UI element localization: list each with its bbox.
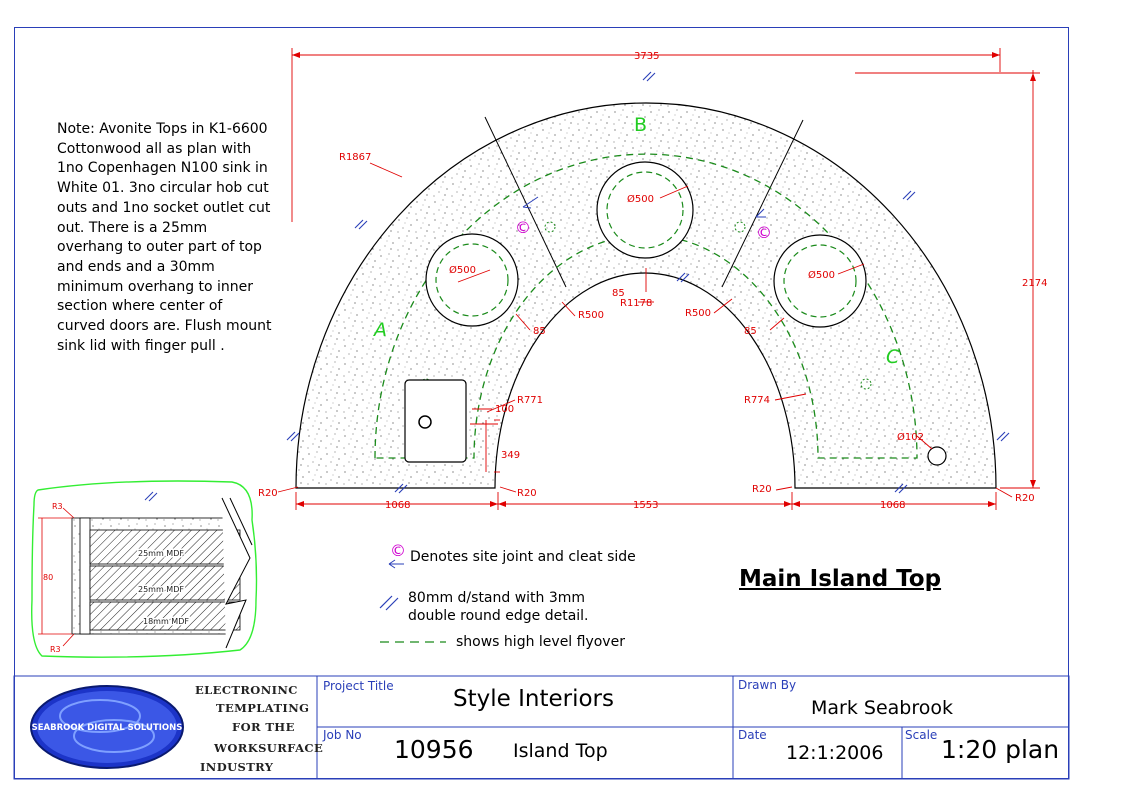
joint-symbol-left: © (515, 218, 531, 237)
worktop-outline (295, 102, 997, 489)
dimension-arrows (292, 52, 1036, 507)
title-block-grid (13, 675, 1070, 780)
fixing-circle (544, 221, 556, 233)
hob-right (773, 234, 867, 328)
legend-dstand-line-1: 80mm d/stand with 3mm (408, 590, 586, 606)
cleat-arrow-left (522, 196, 539, 209)
job-no: 10956 (394, 735, 474, 764)
dim-corner-d: R20 (1015, 493, 1035, 504)
dim-gap-right: 85 (744, 326, 757, 337)
company-line-4: WORKSURFACE (214, 741, 324, 755)
joint-line-left (484, 116, 567, 288)
drawn-by-label: Drawn By (738, 678, 797, 692)
hob-center (596, 161, 694, 259)
flyover-outline (374, 153, 918, 459)
dim-overall-height: 2174 (1022, 278, 1047, 289)
dim-outer-radius: R1867 (339, 152, 371, 163)
legend-dstand-icon (379, 595, 399, 611)
legend-dstand-line-2: double round edge detail. (408, 608, 589, 624)
detail-layer-3: 18mm MDF (143, 617, 189, 626)
scale-value: 1:20 plan (941, 735, 1060, 764)
dim-overall-width: 3735 (634, 51, 659, 62)
dim-inner-left-radius: R771 (517, 395, 543, 406)
drawn-by: Mark Seabrook (811, 697, 953, 719)
drawing-note: Note: Avonite Tops in K1-6600 Cottonwood… (57, 121, 272, 354)
cleat-arrow-right (755, 208, 766, 218)
dim-sink-depth: 349 (501, 450, 520, 461)
dimension-lines (277, 48, 1040, 510)
dim-sink-offset: 100 (495, 404, 514, 415)
dim-bottom-right: 1068 (880, 500, 905, 511)
dim-r500-left: R500 (578, 310, 604, 321)
legend-flyover: shows high level flyover (456, 634, 625, 650)
legend-cleat-arrow (388, 559, 404, 569)
legend-joint-symbol: © (390, 541, 406, 560)
company-line-5: INDUSTRY (200, 760, 274, 774)
date-value: 12:1:2006 (786, 742, 884, 764)
dim-hob-center: Ø500 (627, 193, 654, 205)
dim-gap-left: 85 (533, 326, 546, 337)
joint-line-right (721, 119, 804, 288)
dim-hob-right: Ø500 (808, 269, 835, 281)
section-label-c: C (886, 346, 900, 368)
detail-r3-bottom: R3 (50, 645, 61, 654)
hob-left (425, 233, 519, 327)
drawing-title: Main Island Top (739, 566, 942, 592)
detail-layer-1: 25mm MDF (138, 549, 184, 558)
dim-inner-radius: R1178 (620, 298, 652, 309)
company-logo (30, 685, 184, 769)
edge-detail (38, 491, 253, 649)
joint-symbol-right: © (756, 223, 772, 242)
dstand-ticks (286, 71, 1010, 494)
fixing-circle (734, 221, 746, 233)
section-label-a: A (372, 319, 387, 341)
detail-layer-2: 25mm MDF (138, 585, 184, 594)
detail-r3-top: R3 (52, 502, 63, 511)
company-line-2: TEMPLATING (216, 701, 310, 715)
sink-waste (418, 415, 432, 429)
dim-gap-center: 85 (612, 288, 625, 299)
detail-height: 80 (43, 573, 53, 582)
dim-r500-right: R500 (685, 308, 711, 319)
dim-bottom-center: 1553 (633, 500, 658, 511)
dim-corner-b: R20 (517, 488, 537, 499)
dim-corner-a: R20 (258, 488, 278, 499)
legend-site-joint: Denotes site joint and cleat side (410, 549, 636, 565)
project-title: Style Interiors (453, 686, 614, 712)
company-line-3: FOR THE (232, 720, 295, 734)
fixing-circle (860, 378, 872, 390)
project-title-label: Project Title (323, 679, 394, 693)
dim-inner-right-radius: R774 (744, 395, 770, 406)
dim-hob-left: Ø500 (449, 264, 476, 276)
sink-cutout (404, 379, 467, 463)
scale-label: Scale (905, 728, 938, 742)
dim-socket: Ø102 (897, 431, 924, 443)
company-line-1: ELECTRONINC (195, 683, 298, 697)
dim-corner-c: R20 (752, 484, 772, 495)
date-label: Date (738, 728, 767, 742)
dim-bottom-left: 1068 (385, 500, 410, 511)
job-no-label: Job No (323, 728, 362, 742)
logo-text: SEABROOK DIGITAL SOLUTIONS (32, 723, 183, 733)
socket-cutout (927, 446, 947, 466)
job-description: Island Top (513, 740, 608, 762)
section-label-b: B (634, 114, 647, 136)
